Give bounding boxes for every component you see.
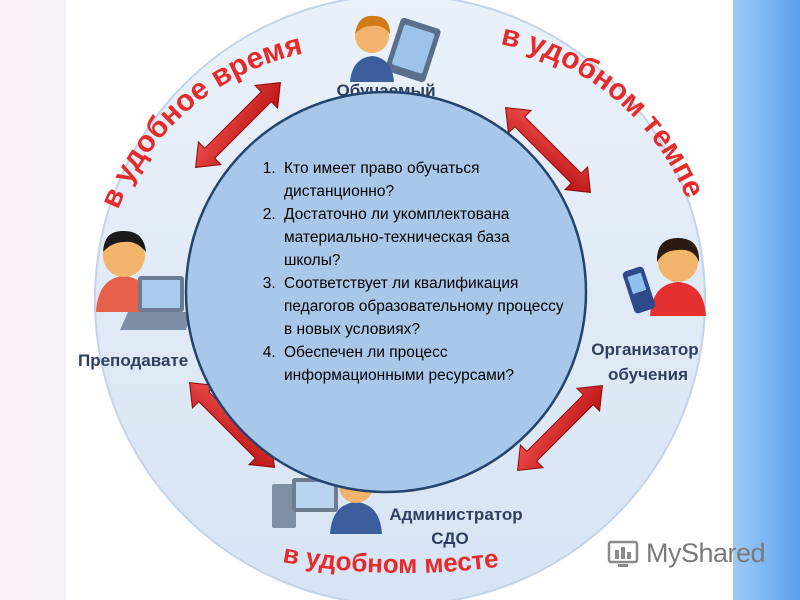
right-background-strip: [733, 0, 800, 600]
center-circle: [184, 90, 588, 494]
teacher-person-icon: [96, 230, 192, 330]
organizer-person-icon: [622, 238, 706, 316]
arrow-top-right: [505, 107, 591, 193]
watermark-icon: [607, 540, 639, 567]
watermark: MyShared: [606, 538, 776, 570]
questions-list: Кто имеет право обучаться дистанционно? …: [246, 157, 566, 457]
left-background-strip: [0, 0, 66, 600]
role-teacher: Преподавате: [78, 351, 188, 370]
question-item-2: Достаточно ли укомплектована материально…: [280, 203, 566, 272]
role-organizer-line1: Организатор: [591, 340, 698, 359]
watermark-text: MyShared: [646, 538, 766, 568]
arrow-bottom-right: [517, 385, 603, 471]
role-admin-line1: Администратор: [389, 505, 522, 524]
question-item-1: Кто имеет право обучаться дистанционно?: [280, 157, 566, 203]
question-item-3: Соответствует ли квалификация педагогов …: [280, 272, 566, 341]
arrow-top-left: [195, 82, 281, 168]
question-item-4: Обеспечен ли процесс информационными рес…: [280, 341, 566, 387]
role-organizer-line2: обучения: [608, 365, 688, 384]
role-admin-line2: СДО: [431, 529, 468, 548]
learner-person-icon: [350, 15, 441, 83]
